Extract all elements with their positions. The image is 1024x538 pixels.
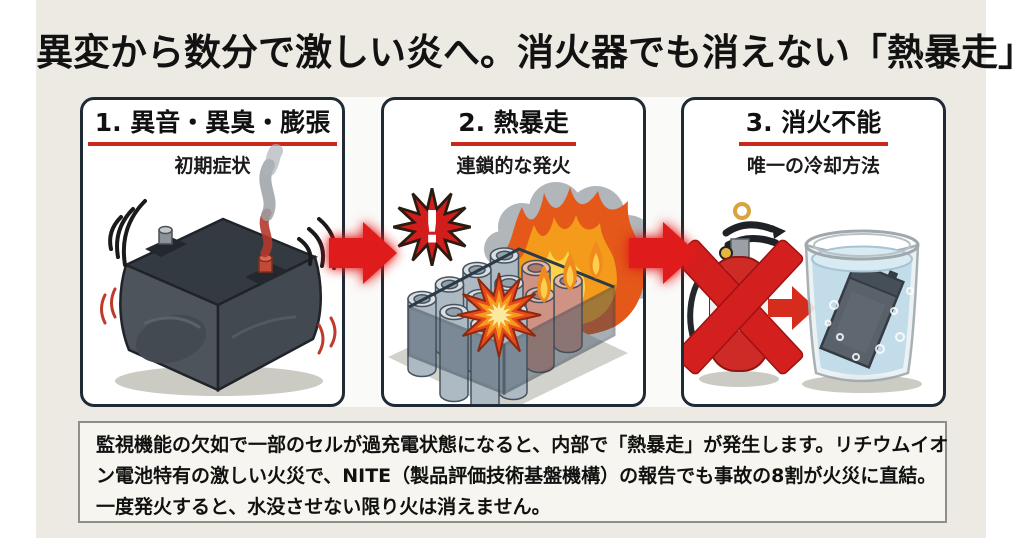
- step-3-heading-wrap: 3. 消火不能: [684, 100, 943, 146]
- flow-arrow-2-icon: [629, 222, 697, 284]
- extinguisher-shadow: [699, 371, 779, 387]
- no-symbol-x-icon: [684, 239, 804, 375]
- panel-step-1: 1. 異音・異臭・膨張 初期症状: [80, 97, 345, 407]
- no-extinguisher-water-immersion-icon: [684, 187, 943, 402]
- panel-step-2: 2. 熱暴走 連鎖的な発火: [381, 97, 646, 407]
- step-2-heading-wrap: 2. 熱暴走: [384, 100, 643, 146]
- step-1-heading-wrap: 1. 異音・異臭・膨張: [83, 100, 342, 146]
- battery-terminal-left: [145, 225, 187, 257]
- step-1-subtitle: 初期症状: [174, 154, 251, 177]
- footer-line-3: 一度発火すると、水没させない限り火は消えません。: [96, 496, 551, 518]
- footer-line-2: ン電池特有の激しい火災で、NITE（製品評価技術基盤機構）の報告でも事故の8割が…: [96, 465, 937, 487]
- step-3-subtitle: 唯一の冷却方法: [746, 154, 880, 177]
- to-water-arrow-icon: [768, 286, 816, 330]
- flow-arrow-1-icon: [329, 222, 397, 284]
- swelling-heat-marks: [100, 287, 337, 355]
- smoke-icon: [259, 144, 283, 258]
- submerged-battery-icon: [819, 260, 905, 370]
- small-flame-icons: [537, 241, 603, 303]
- panel-step-3: 3. 消火不能 唯一の冷却方法: [681, 97, 946, 407]
- warning-exclamation: !: [422, 203, 442, 254]
- step-1-heading: 1. 異音・異臭・膨張: [87, 108, 338, 146]
- step-3-heading: 3. 消火不能: [738, 108, 889, 146]
- footer-line-1: 監視機能の欠如で一部のセルが過充電状態になると、内部で「熱暴走」が発生します。リ…: [96, 434, 949, 456]
- explosion-icon: [456, 272, 542, 358]
- step-2-heading: 2. 熱暴走: [451, 108, 576, 146]
- water-bucket-icon: [804, 229, 920, 383]
- swollen-battery-smoke-icon: [83, 144, 342, 402]
- footer-note: 監視機能の欠如で一部のセルが過充電状態になると、内部で「熱暴走」が発生します。リ…: [78, 421, 949, 523]
- bucket-shadow: [802, 375, 922, 393]
- sound-wave-icon-left: [108, 199, 147, 267]
- step-2-subtitle: 連鎖的な発火: [456, 154, 571, 177]
- page-title: 異変から数分で激しい炎へ。消火器でも消えない「熱暴走」: [36, 31, 1024, 74]
- warning-burst-icon: !: [393, 188, 471, 266]
- bubbles: [824, 287, 914, 361]
- burning-battery-pack-icon: !: [384, 182, 643, 404]
- battery-body: [119, 217, 322, 393]
